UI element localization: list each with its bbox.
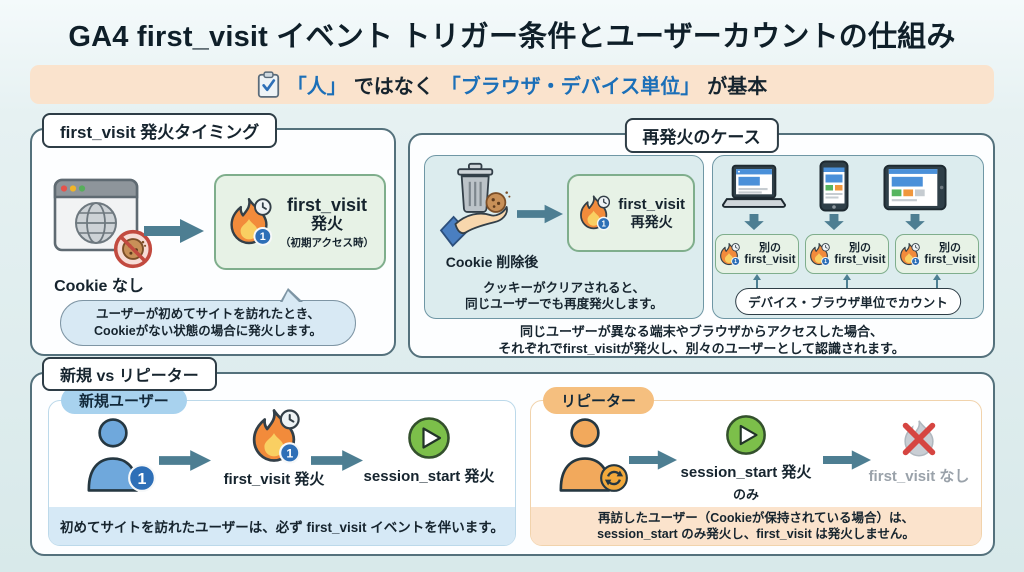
step-no-first-visit: first_visit なし [863, 417, 975, 486]
banner-segment-people: 「人」 [286, 76, 347, 98]
flame-icon [900, 242, 921, 266]
no-cookie-icon [113, 229, 153, 269]
tablet-icon [883, 164, 947, 211]
event-name: first_visit [286, 195, 368, 216]
panel-first-visit-timing: first_visit 発火タイミング [30, 113, 396, 356]
panel-refire-cases: 再発火のケース Cookie 削除後 [408, 118, 995, 358]
panel-timing-title: first_visit 発火タイミング [42, 113, 278, 148]
panel-compare-title: 新規 vs リピーター [42, 357, 217, 391]
page-title: GA4 first_visit イベント トリガー条件とユーザーカウントの仕組み [68, 21, 956, 53]
banner-segment-basic: が基本 [707, 76, 768, 98]
key-point-banner: 「人」 ではなく 「ブラウザ・デバイス単位」 が基本 [30, 65, 994, 104]
repeater-figure [557, 417, 628, 495]
play-icon [726, 415, 766, 455]
play-icon [408, 417, 450, 459]
bubble-line1: ユーザーが初めてサイトを訪れたとき、 [96, 307, 320, 321]
step-session-start-only: session_start 発火 のみ [671, 413, 821, 503]
trash-cookie-hand-icon [439, 162, 511, 248]
repeater-footer: 再訪したユーザー（Cookieが保持されている場合）は、 session_sta… [531, 507, 981, 545]
banner-segment-not: ではなく [353, 76, 434, 98]
new-user-figure: 1 [85, 417, 156, 495]
banner-segment-unit: 「ブラウザ・デバイス単位」 [440, 76, 701, 98]
repeater-pill: リピーター [543, 387, 655, 414]
svg-text:1: 1 [138, 470, 147, 488]
flame-icon [252, 409, 300, 464]
first-visit-refire-box: first_visit 再発火 [567, 174, 695, 252]
event-note: （初期アクセス時） [280, 236, 374, 249]
right-arrow-icon [517, 204, 563, 224]
right-arrow-icon [144, 219, 204, 243]
new-user-footer: 初めてサイトを訪れたユーザーは、必ず first_visit イベントを伴います… [49, 507, 515, 545]
device-first-visit-box: 別の first_visit [715, 234, 799, 274]
refire-footer-note: 同じユーザーが異なる端末やブラウザからアクセスした場合、 それぞれでfirst_… [498, 324, 905, 356]
device-first-visit-box: 別の first_visit [895, 234, 979, 274]
count-pill: デバイス・ブラウザ単位でカウント [735, 288, 961, 315]
event-sub: 再発火 [630, 213, 673, 230]
refire-note: クッキーがクリアされると、 同じユーザーでも再度発火します。 [465, 281, 663, 311]
count-one-badge: 1 [128, 464, 156, 492]
step-session-start: session_start 発火 [349, 415, 509, 486]
bubble-line2: Cookieがない状態の場合に発火します。 [94, 324, 322, 338]
browser-no-cookie-figure [52, 170, 153, 269]
no-cookie-label: Cookie なし [54, 278, 144, 295]
timing-explain-bubble: ユーザーが初めてサイトを訪れたとき、 Cookieがない状態の場合に発火します。 [60, 288, 356, 346]
event-sub: 発火 [310, 216, 343, 234]
down-arrow-icon [905, 214, 925, 230]
step-first-visit: first_visit 発火 [209, 409, 339, 489]
right-arrow-icon [629, 450, 677, 470]
new-user-pill: 新規ユーザー [61, 387, 187, 414]
flame-icon [230, 198, 272, 246]
flame-icon [720, 242, 741, 266]
right-arrow-icon [159, 450, 211, 471]
laptop-icon [721, 164, 787, 208]
panel-new-vs-repeater: 新規 vs リピーター 新規ユーザー 1 first_visit 発火 sess… [30, 357, 995, 556]
repeater-card: リピーター session_start 発火 のみ [530, 387, 982, 546]
cookie-deleted-label: Cookie 削除後 [445, 254, 539, 270]
smartphone-icon [819, 160, 849, 212]
no-fire-icon [902, 420, 936, 457]
down-arrow-icon [744, 214, 764, 230]
clipboard-check-icon [257, 71, 279, 98]
flame-icon [580, 195, 611, 231]
down-arrow-icon [824, 214, 844, 230]
devices-subbox: 別の first_visit 別の first_visit 別の first_v… [712, 155, 984, 319]
device-first-visit-box: 別の first_visit [805, 234, 889, 274]
browser-window-icon [53, 178, 139, 252]
refresh-badge-icon [600, 464, 628, 492]
event-name: first_visit [618, 196, 685, 214]
flame-icon [810, 242, 831, 266]
new-user-card: 新規ユーザー 1 first_visit 発火 session_start 発火 [48, 387, 516, 546]
cookie-deleted-subbox: Cookie 削除後 first_visit 再発火 クッキーがクリアされると、… [424, 155, 704, 319]
first-visit-fire-box: first_visit 発火 （初期アクセス時） [214, 174, 386, 270]
panel-refire-title: 再発火のケース [624, 118, 779, 153]
